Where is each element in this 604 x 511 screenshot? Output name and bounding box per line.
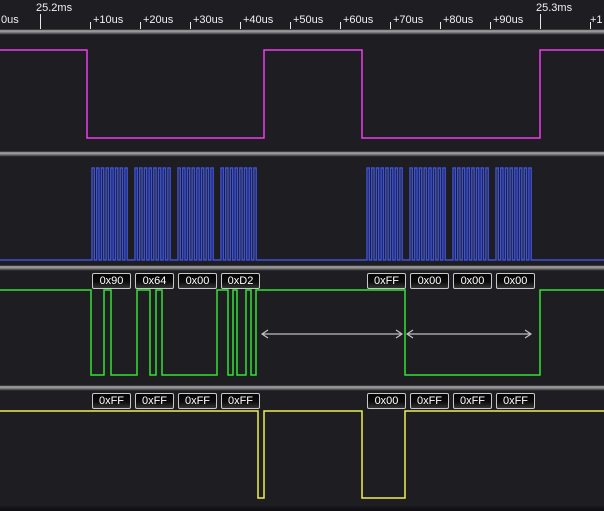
channel-3-decoded-byte: 0x00: [496, 273, 535, 289]
channel-4-decoded-byte: 0x00: [367, 393, 406, 409]
waveform-lane-channel-1[interactable]: [0, 35, 604, 151]
ruler-minor-tick: [190, 22, 191, 29]
ruler-minor-label: +50us: [293, 14, 324, 26]
ruler-minor-label: +60us: [343, 14, 374, 26]
channel-3-waveform: [0, 289, 604, 376]
channel-3-decoded-byte: 0x90: [92, 273, 131, 289]
ruler-minor-tick: [440, 22, 441, 29]
channel-4-decoded-byte: 0xFF: [410, 393, 449, 409]
channel-4-decoded-byte: 0xFF: [221, 393, 260, 409]
ruler-minor-tick: [390, 22, 391, 29]
ruler-minor-label: +20us: [143, 14, 174, 26]
ruler-major-label: 25.3ms: [536, 2, 573, 14]
ruler-minor-tick: [140, 22, 141, 29]
channel-4-decoded-byte: 0xFF: [92, 393, 131, 409]
lane-separator: [0, 151, 604, 157]
channel-3-decoded-byte: 0x64: [135, 273, 174, 289]
ruler-minor-tick: [340, 22, 341, 29]
ruler-minor-tick: [240, 22, 241, 29]
lane-separator: [0, 385, 604, 391]
ruler-minor-label: +40us: [243, 14, 274, 26]
channel-4-decoded-byte: 0xFF: [135, 393, 174, 409]
ruler-minor-tick: [290, 22, 291, 29]
channel-3-decoded-byte: 0x00: [410, 273, 449, 289]
channel-3-decoded-byte: 0xFF: [367, 273, 406, 289]
ruler-minor-tick: [490, 22, 491, 29]
ruler-major-tick: [40, 14, 41, 29]
lane-separator: [0, 29, 604, 35]
ruler-major-tick: [540, 14, 541, 29]
channel-4-decoded-byte: 0xFF: [453, 393, 492, 409]
ruler-minor-label: +70us: [393, 14, 424, 26]
channel-2-clock-waveform: [0, 167, 604, 261]
measurement-arrow: [260, 329, 404, 339]
ruler-minor-label: +90us: [493, 14, 524, 26]
channel-3-decoded-byte: 0x00: [178, 273, 217, 289]
measurement-arrow: [405, 329, 533, 339]
channel-4-waveform: [0, 410, 604, 499]
ruler-minor-label: +80us: [443, 14, 474, 26]
lane-separator: [0, 265, 604, 271]
ruler-major-label: 25.2ms: [36, 2, 73, 14]
ruler-minor-label: 0us: [1, 14, 19, 26]
waveform-lane-channel-4[interactable]: [0, 391, 604, 504]
channel-3-decoded-byte: 0x00: [453, 273, 492, 289]
channel-4-decoded-byte: 0xFF: [178, 393, 217, 409]
ruler-minor-tick: [590, 22, 591, 29]
channel-4-decoded-byte: 0xFF: [496, 393, 535, 409]
channel-1-waveform: [0, 49, 604, 139]
ruler-minor-label: +1: [590, 14, 603, 26]
ruler-minor-tick: [90, 22, 91, 29]
channel-3-decoded-byte: 0xD2: [221, 273, 260, 289]
bottom-edge-strip: [0, 504, 604, 511]
ruler-minor-label: +10us: [93, 14, 124, 26]
ruler-minor-label: +30us: [193, 14, 224, 26]
